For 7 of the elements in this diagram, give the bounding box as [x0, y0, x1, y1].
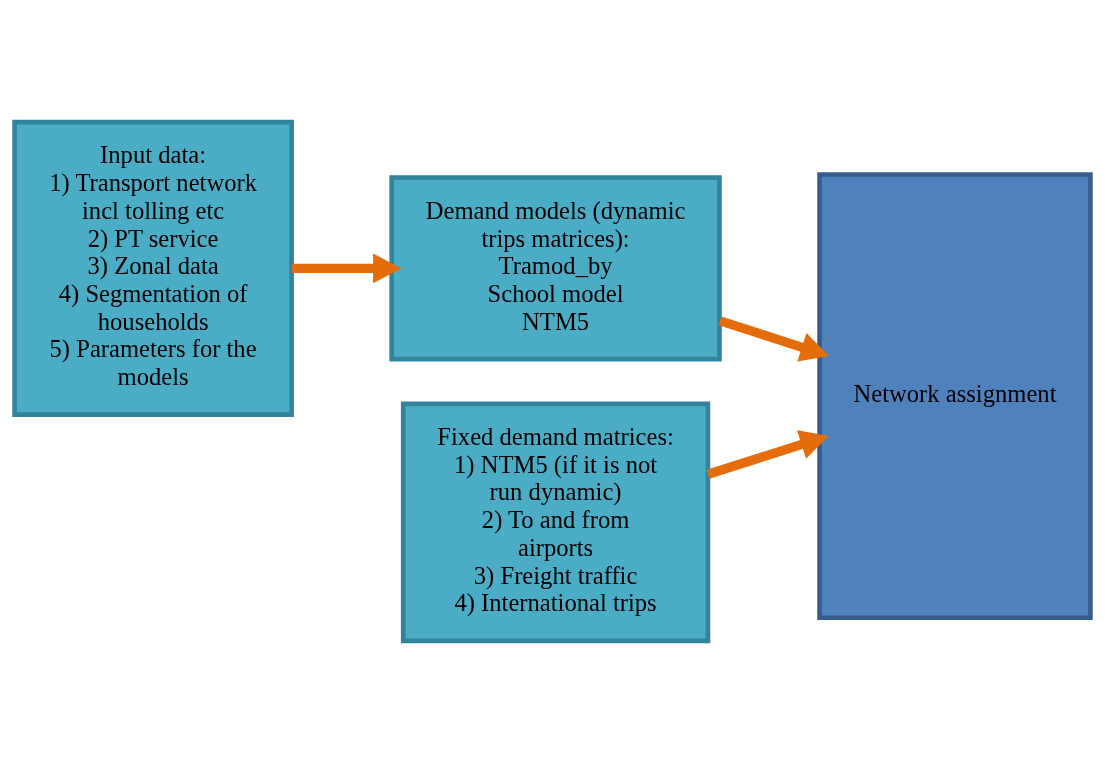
arrow: [718, 316, 829, 361]
arrow: [292, 252, 402, 283]
arrow: [706, 429, 829, 479]
node-box: Network assignment: [817, 171, 1093, 620]
node-box: Fixed demand matrices: 1) NTM5 (if it is not run dynamic) 2) To and from airports 3) Freight traffic 4) International trips: [400, 401, 711, 643]
node-box: Input data: 1) Transport network incl tolling etc 2) PT service 3) Zonal data 4) Segmentation of households 5) Parameters for the models: [12, 119, 294, 417]
node-box: Demand models (dynamic trips matrices): Tramod_by School model NTM5: [389, 174, 722, 361]
